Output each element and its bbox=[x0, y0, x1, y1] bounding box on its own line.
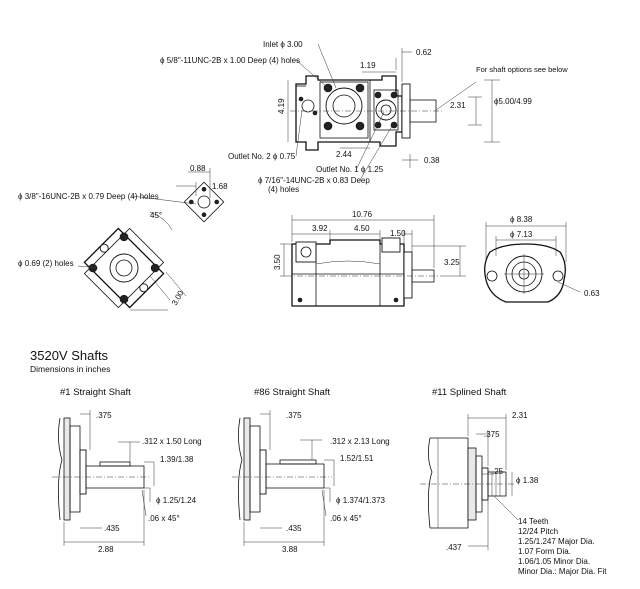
shaft-1-dim-435: .435 bbox=[104, 524, 120, 533]
shaft-86-chamfer: .06 x 45° bbox=[330, 514, 362, 523]
shaft-86-key: .312 x 2.13 Long bbox=[330, 437, 390, 446]
dim-1-19: 1.19 bbox=[360, 61, 376, 70]
section-subtitle: Dimensions in inches bbox=[30, 364, 110, 374]
dia-7-13: ϕ 7.13 bbox=[510, 230, 533, 239]
dim-1-50: 1.50 bbox=[390, 229, 406, 238]
dim-0-62: 0.62 bbox=[416, 48, 432, 57]
shaft-11-dim-375: .375 bbox=[484, 430, 500, 439]
shaft-11-spec-0: 14 Teeth bbox=[518, 517, 549, 526]
dim-4-19: 4.19 bbox=[277, 98, 286, 114]
mount-holes-label: ϕ 5/8"-11UNC-2B x 1.00 Deep (4) holes bbox=[160, 56, 300, 65]
dim-0-38: 0.38 bbox=[424, 156, 440, 165]
shaft-1-drawing bbox=[52, 410, 155, 546]
shaft-86-dia-key: 1.52/1.51 bbox=[340, 454, 374, 463]
shaft-11-spec-3: 1.07 Form Dia. bbox=[518, 547, 571, 556]
flange-view bbox=[77, 227, 187, 311]
shaft-1-key: .312 x 1.50 Long bbox=[142, 437, 202, 446]
shaft-1-dia-shaft: ϕ 1.25/1.24 bbox=[156, 496, 197, 505]
side-view bbox=[280, 215, 466, 307]
shaft-11-drawing bbox=[420, 414, 519, 550]
top-view bbox=[287, 43, 500, 181]
pilot-dia: ϕ5.00/4.99 bbox=[494, 97, 532, 106]
dia-8-38: ϕ 8.38 bbox=[510, 215, 533, 224]
dim-2-31: 2.31 bbox=[450, 101, 466, 110]
dim-3-00: 3.00 bbox=[170, 289, 186, 307]
dim-1-68: 1.68 bbox=[212, 182, 228, 191]
shaft-11-dia: ϕ 1.38 bbox=[516, 476, 539, 485]
shaft-86-dia-shaft: ϕ 1.374/1.373 bbox=[336, 496, 386, 505]
shaft-11-dim-25: .25 bbox=[492, 467, 504, 476]
shaft-1-chamfer: .06 x 45° bbox=[148, 514, 180, 523]
shaft-1-dim-375: .375 bbox=[96, 411, 112, 420]
end-view bbox=[484, 222, 581, 303]
shaft-86-title: #86 Straight Shaft bbox=[254, 387, 330, 398]
dim-3-25: 3.25 bbox=[444, 258, 460, 267]
dim-4-50: 4.50 bbox=[354, 224, 370, 233]
inlet-label: Inlet ϕ 3.00 bbox=[263, 40, 303, 49]
dim-10-76: 10.76 bbox=[352, 210, 373, 219]
holes-069-label: ϕ 0.69 (2) holes bbox=[18, 259, 74, 268]
shaft-11-dim-437: .437 bbox=[446, 543, 462, 552]
angle-45: 45° bbox=[150, 211, 162, 220]
shaft-86-dim-375: .375 bbox=[286, 411, 302, 420]
shaft-11-spec-5: Minor Dia.: Major Dia. Fit bbox=[518, 567, 607, 576]
shaft-86-dim-435: .435 bbox=[286, 524, 302, 533]
detail-view bbox=[131, 168, 225, 231]
shaft-1-dia-key: 1.39/1.38 bbox=[160, 455, 194, 464]
dim-0-88: 0.88 bbox=[190, 164, 206, 173]
dim-0-63: 0.63 bbox=[584, 289, 600, 298]
shaft-11-title: #11 Splined Shaft bbox=[432, 387, 507, 398]
shaft-11-spec-2: 1.25/1.247 Major Dia. bbox=[518, 537, 595, 546]
shaft-11-dim-231: 2.31 bbox=[512, 411, 528, 420]
shaft-1-length: 2.88 bbox=[98, 545, 114, 554]
section-title: 3520V Shafts bbox=[30, 348, 109, 363]
thread-716-holes: (4) holes bbox=[268, 185, 299, 194]
shaft-1-title: #1 Straight Shaft bbox=[60, 387, 131, 398]
dim-3-50: 3.50 bbox=[273, 254, 282, 270]
shaft-86-drawing bbox=[232, 410, 335, 546]
dim-2-44: 2.44 bbox=[336, 150, 352, 159]
shaft-11-spec-1: 12/24 Pitch bbox=[518, 527, 558, 536]
thread-716-label: ϕ 7/16"-14UNC-2B x 0.83 Deep bbox=[258, 176, 370, 185]
outlet-1-label: Outlet No. 1 ϕ 1.25 bbox=[316, 165, 384, 174]
thread-38-label: ϕ 3/8"-16UNC-2B x 0.79 Deep (4) holes bbox=[18, 192, 159, 201]
dim-3-92: 3.92 bbox=[312, 224, 328, 233]
shaft-11-spec-4: 1.06/1.05 Minor Dia. bbox=[518, 557, 590, 566]
shaft-86-length: 3.88 bbox=[282, 545, 298, 554]
outlet-2-label: Outlet No. 2 ϕ 0.75 bbox=[228, 152, 296, 161]
shaft-options-note: For shaft options see below bbox=[476, 65, 568, 74]
